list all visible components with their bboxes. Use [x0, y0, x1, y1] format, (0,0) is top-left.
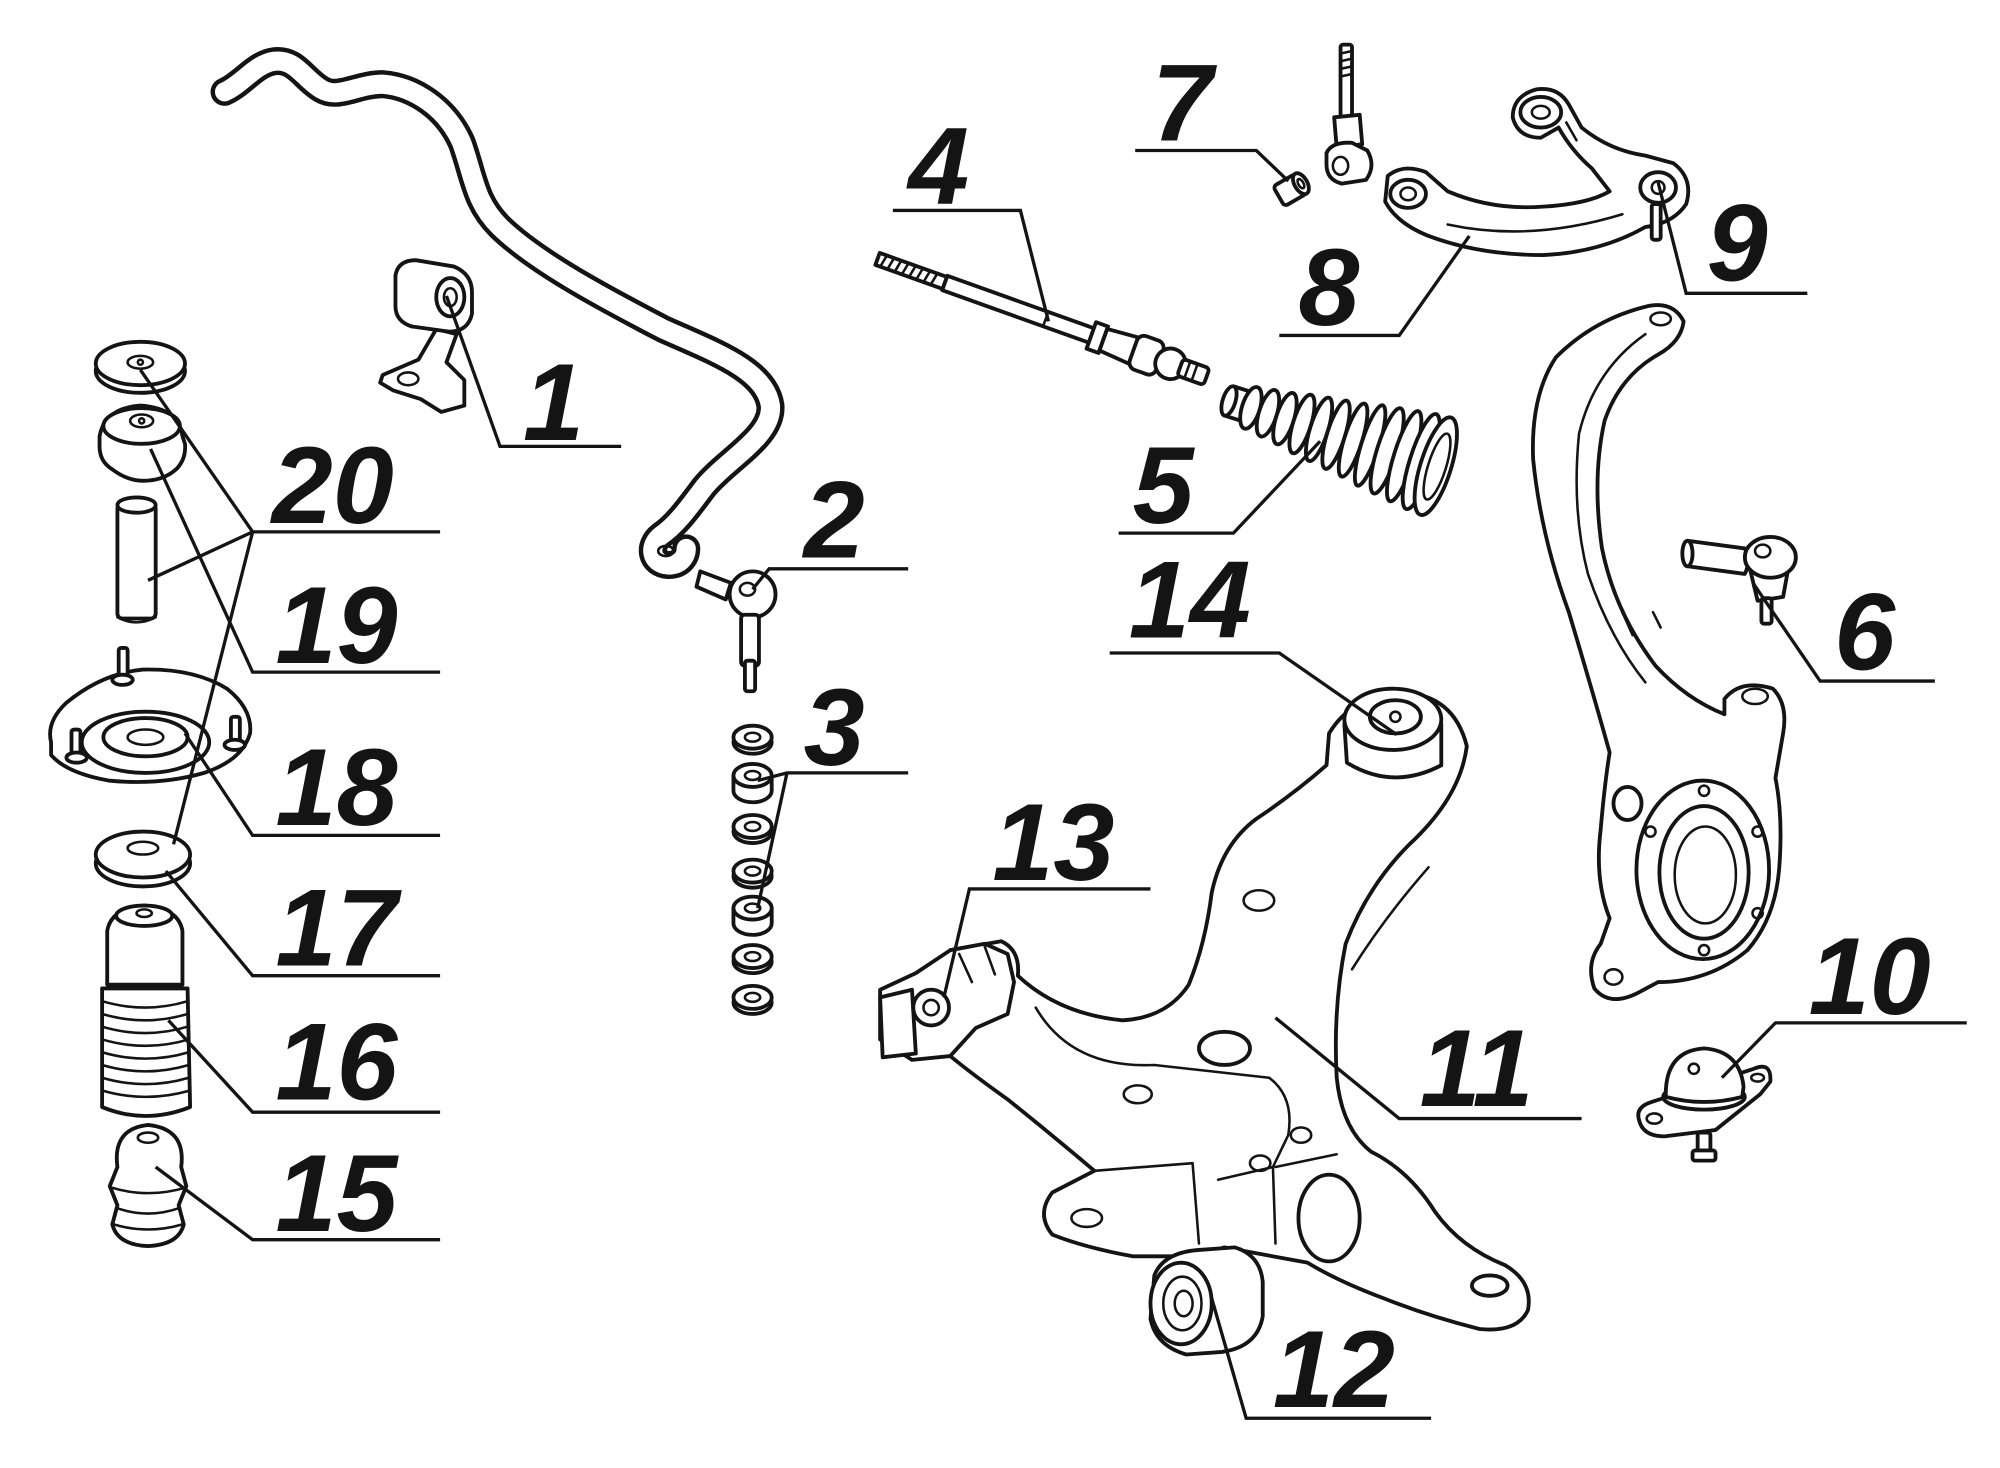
callout-label-10: 10 — [1809, 916, 1931, 1038]
leader-line-20c — [171, 531, 255, 845]
callout-label-7: 7 — [1152, 42, 1218, 164]
stabilizer-end-link — [694, 569, 778, 694]
front-bushing — [878, 941, 1016, 1062]
callout-17: 17 — [164, 867, 441, 989]
callout-18: 18 — [183, 727, 441, 849]
lower-control-arm — [948, 690, 1531, 1332]
leader-line-8 — [1279, 234, 1471, 338]
steering-knuckle — [1530, 303, 1787, 1001]
leader-line-14 — [1109, 651, 1398, 736]
callout-19: 19 — [149, 448, 441, 687]
callout-10: 10 — [1720, 916, 1967, 1079]
callout-label-11: 11 — [1420, 1008, 1534, 1130]
leader-line-16 — [167, 1019, 441, 1114]
callout-label-9: 9 — [1707, 183, 1768, 305]
leader-line-3b — [756, 772, 789, 909]
lower-ball-joint — [1636, 1046, 1773, 1163]
callout-2: 2 — [751, 459, 909, 591]
callout-20: 20 — [139, 368, 441, 845]
horizontal-bushing — [1148, 1245, 1265, 1357]
stabilizer-bushing-clamp — [378, 258, 474, 414]
leader-line-18 — [183, 732, 441, 838]
callout-label-1: 1 — [523, 342, 584, 464]
leader-line-20b — [147, 530, 254, 582]
callout-1: 1 — [444, 295, 622, 464]
leader-line-7 — [1135, 148, 1290, 183]
callout-label-16: 16 — [276, 1001, 399, 1123]
callout-8: 8 — [1279, 227, 1471, 349]
callout-5: 5 — [1118, 425, 1322, 547]
spring-seat-washer — [93, 829, 193, 889]
callout-label-8: 8 — [1298, 227, 1359, 349]
callout-14: 14 — [1109, 540, 1398, 736]
callout-label-20: 20 — [270, 425, 394, 547]
leader-line-11 — [1274, 1016, 1582, 1121]
leader-line-6 — [1752, 583, 1935, 683]
rear-vertical-bushing — [1342, 686, 1444, 780]
callout-9: 9 — [1656, 181, 1808, 305]
leader-line-4 — [892, 208, 1051, 322]
leader-line-2 — [751, 567, 909, 591]
upper-control-arm — [1383, 87, 1691, 257]
callout-4: 4 — [892, 106, 1051, 322]
callout-label-17: 17 — [276, 867, 403, 989]
steering-rack-boot — [1219, 384, 1459, 517]
callout-6: 6 — [1752, 572, 1935, 694]
strut-mount — [48, 645, 253, 784]
leader-line-17 — [164, 870, 441, 978]
callout-16: 16 — [167, 1001, 441, 1123]
callout-12: 12 — [1210, 1297, 1432, 1431]
leader-line-13 — [942, 887, 1151, 998]
callout-label-5: 5 — [1133, 425, 1196, 547]
callout-label-4: 4 — [906, 106, 969, 228]
leader-line-5 — [1118, 440, 1322, 535]
leader-line-15 — [154, 1165, 441, 1242]
rod-sleeve — [115, 495, 158, 624]
callout-13: 13 — [942, 782, 1151, 998]
callout-label-6: 6 — [1834, 572, 1896, 694]
leader-line-12 — [1210, 1297, 1432, 1420]
callout-11: 11 — [1274, 1008, 1582, 1130]
leader-line-9 — [1656, 181, 1808, 296]
callout-label-2: 2 — [802, 459, 865, 581]
bump-stop — [107, 1123, 189, 1248]
callout-label-14: 14 — [1129, 540, 1251, 662]
leader-line-10 — [1720, 1021, 1967, 1079]
callout-label-12: 12 — [1273, 1309, 1395, 1431]
callout-7: 7 — [1135, 42, 1290, 183]
top-washer — [93, 339, 187, 395]
callout-label-18: 18 — [276, 727, 398, 849]
callout-label-13: 13 — [992, 782, 1114, 904]
callout-label-3: 3 — [804, 667, 865, 789]
leader-line-19 — [149, 448, 441, 674]
stabilizer-bar — [210, 47, 785, 580]
callout-label-19: 19 — [276, 565, 398, 687]
bushing-washer-stack — [731, 723, 774, 1016]
leader-line-1 — [444, 295, 622, 449]
dust-boot — [100, 903, 193, 1118]
callout-15: 15 — [154, 1133, 441, 1255]
tie-rod-end — [1680, 535, 1798, 626]
callout-label-15: 15 — [276, 1133, 400, 1255]
inner-tie-rod — [873, 250, 1211, 386]
small-bushing — [1272, 171, 1311, 207]
callout-3: 3 — [756, 667, 909, 909]
eye-bolt — [1324, 42, 1374, 186]
